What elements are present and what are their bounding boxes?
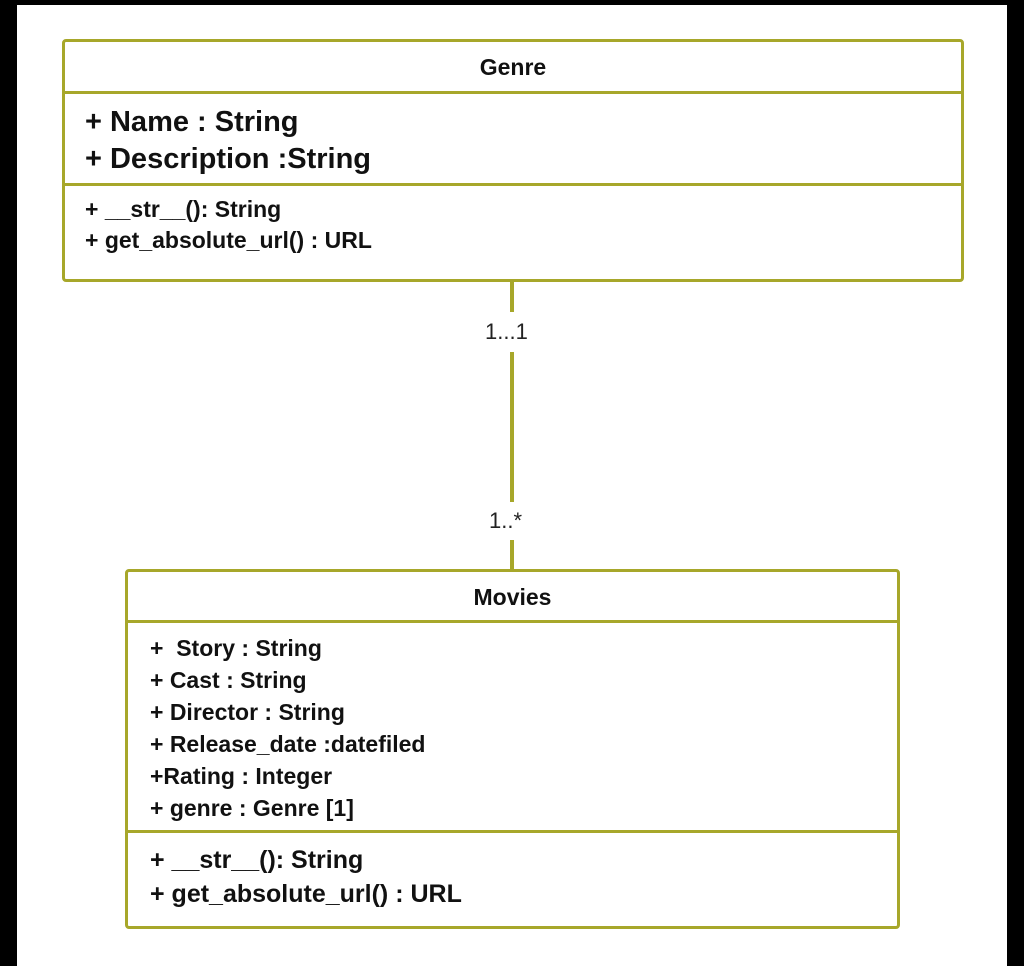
movies-attribute: + Cast : String	[150, 667, 307, 693]
genre-attributes-section: + Name : String + Description :String	[65, 94, 961, 186]
association-line-layer	[510, 282, 514, 569]
movies-class-box: Movies + Story : String + Cast : String …	[125, 569, 900, 929]
movies-operation: + get_absolute_url() : URL	[150, 880, 462, 908]
diagram-canvas: 1...1 1..* Genre + Name : String + Descr…	[17, 5, 1007, 966]
movies-attributes-section: + Story : String + Cast : String + Direc…	[128, 623, 897, 833]
movies-attribute: + Story : String	[150, 635, 322, 661]
genre-operations-section: + __str__(): String + get_absolute_url()…	[65, 186, 961, 256]
genre-attribute: + Description :String	[85, 143, 372, 175]
genre-operation: + __str__(): String	[85, 196, 282, 222]
genre-attribute: + Name : String	[85, 106, 299, 138]
movies-attribute: + Release_date :datefiled	[150, 731, 426, 757]
movies-class-name: Movies	[128, 572, 897, 623]
movies-operation: + __str__(): String	[150, 846, 364, 874]
movies-operations-section: + __str__(): String + get_absolute_url()…	[128, 833, 897, 911]
movies-multiplicity-label: 1..*	[489, 508, 523, 533]
genre-class-box: Genre + Name : String + Description :Str…	[62, 39, 964, 282]
movies-attribute: + genre : Genre [1]	[150, 795, 354, 821]
movies-attribute: +Rating : Integer	[150, 763, 333, 789]
genre-multiplicity-label: 1...1	[485, 319, 528, 344]
movies-attribute: + Director : String	[150, 699, 345, 725]
genre-class-name: Genre	[65, 42, 961, 94]
genre-operation: + get_absolute_url() : URL	[85, 227, 372, 253]
